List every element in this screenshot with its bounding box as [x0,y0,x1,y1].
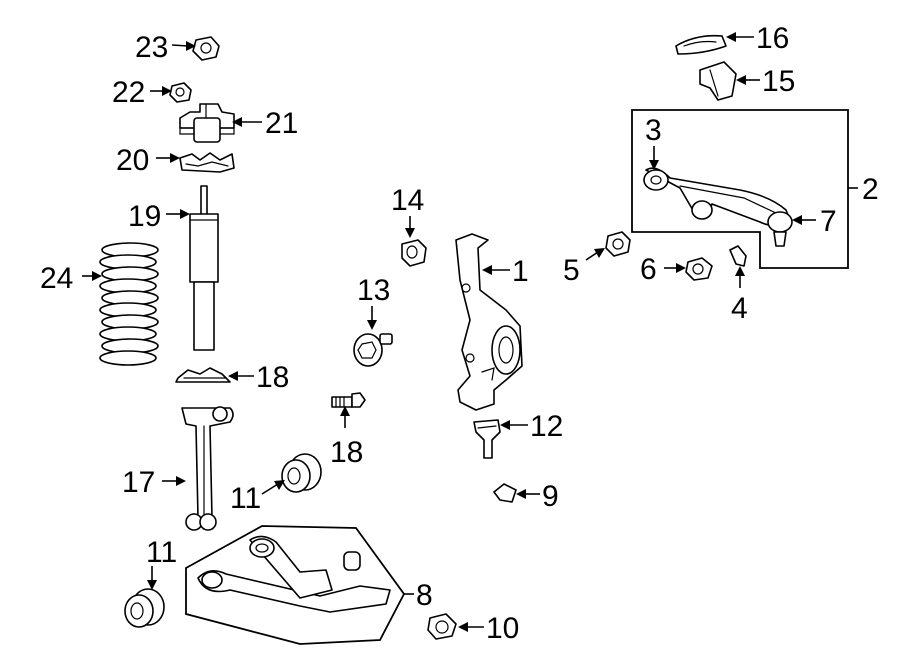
callout-7-label: 7 [820,205,837,238]
part-18-bolt[interactable] [331,392,366,408]
callout-15: 15 [736,65,795,98]
part-10-nut[interactable] [427,613,457,640]
part-17-link[interactable] [181,406,234,531]
callout-20: 20 [116,144,180,177]
callout-14: 14 [391,184,424,238]
callout-18b: 18 [330,406,363,469]
part-9-clip[interactable] [493,483,517,503]
part-12-ball-joint[interactable] [473,419,501,459]
part-24-coil-spring[interactable] [99,242,159,366]
callout-19: 19 [128,200,190,233]
callout-18a-label: 18 [256,361,289,394]
callout-17-label: 17 [122,466,155,499]
part-14-nut[interactable] [401,239,427,267]
callout-9-label: 9 [542,480,559,513]
part-4-bracket[interactable] [729,245,747,267]
part-22-nut[interactable] [169,82,192,103]
callout-5-label: 5 [563,254,580,287]
callout-15-label: 15 [762,65,795,98]
callout-21-label: 21 [265,107,298,140]
callout-4-label: 4 [731,292,748,325]
part-18-spring-seat[interactable] [175,367,231,383]
callout-20-label: 20 [116,144,149,177]
part-20-insulator[interactable] [179,152,235,173]
part-11-bushing-lower[interactable] [124,588,165,628]
part-6-nut[interactable] [685,257,713,281]
callout-10: 10 [458,612,519,645]
callout-2: 2 [848,173,879,206]
callout-12-label: 12 [530,410,563,443]
callout-9: 9 [516,480,559,513]
part-7-ball-joint[interactable] [767,211,793,247]
part-16-cap[interactable] [675,34,727,55]
callout-5: 5 [563,248,605,287]
callout-11a: 11 [146,536,177,590]
callout-24-label: 24 [40,262,73,295]
callout-8-label: 8 [416,579,433,612]
part-15-bump-stop[interactable] [699,61,737,101]
callout-12: 12 [500,410,563,443]
callout-6-label: 6 [640,253,657,286]
part-21-upper-mount[interactable] [179,103,235,143]
callout-23: 23 [135,31,196,64]
callout-11a-label: 11 [146,536,177,569]
callout-1-label: 1 [512,255,529,288]
callout-1: 1 [482,255,529,288]
callout-3: 3 [645,114,662,170]
callout-18b-label: 18 [330,436,363,469]
part-19-shock-absorber[interactable] [189,185,219,351]
callout-17: 17 [122,466,186,499]
part-5-nut[interactable] [605,231,631,257]
callout-18a: 18 [228,361,289,394]
part-8-lower-control-arm[interactable] [185,525,406,645]
callout-3-label: 3 [645,114,662,147]
callout-24: 24 [40,262,102,295]
callout-6: 6 [640,253,686,286]
callout-23-label: 23 [135,31,168,64]
part-1-steering-knuckle[interactable] [455,233,523,411]
callout-11b: 11 [230,480,285,515]
callout-21: 21 [232,107,298,140]
callout-22-label: 22 [112,76,145,109]
callout-19-label: 19 [128,200,161,233]
callout-2-label: 2 [862,173,879,206]
callout-8: 8 [404,579,433,612]
callout-14-label: 14 [391,184,424,217]
part-23-nut[interactable] [192,36,220,61]
part-11-bushing-upper[interactable] [281,453,322,493]
callout-4: 4 [731,266,748,325]
callout-11b-label: 11 [230,482,261,515]
callout-7: 7 [792,205,837,238]
part-2-upper-control-arm-box [631,109,849,269]
callout-13-label: 13 [357,274,390,307]
part-13-cam-bolt[interactable] [353,333,393,367]
callout-13: 13 [357,274,390,330]
callout-22: 22 [112,76,172,109]
part-3-upper-control-arm[interactable] [643,167,791,227]
callout-16-label: 16 [756,22,789,55]
callout-16: 16 [726,22,789,55]
callout-10-label: 10 [486,612,519,645]
